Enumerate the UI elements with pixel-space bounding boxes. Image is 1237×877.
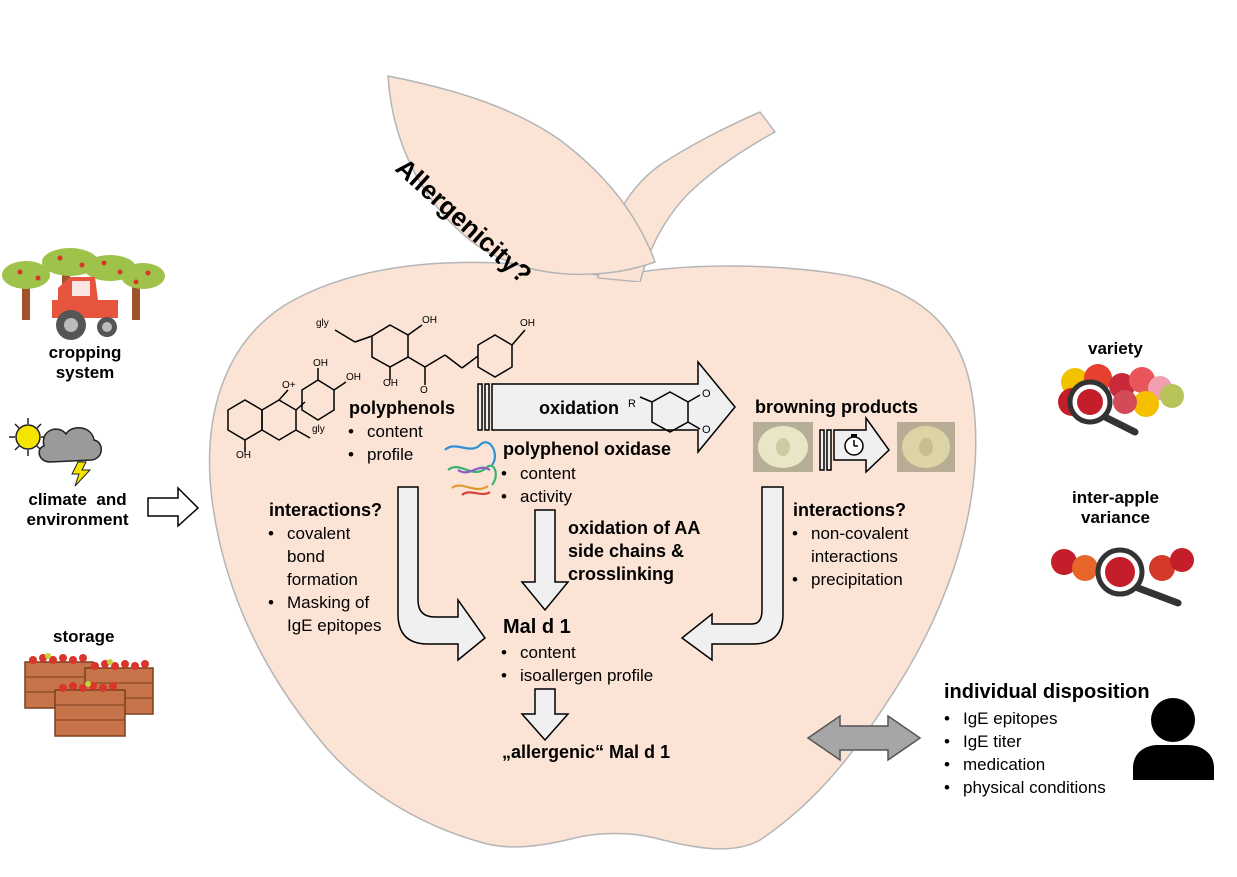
climate-icon [9,418,102,487]
interactions-left-title: interactions? [269,500,383,520]
list-item: content [498,462,576,485]
polyphenols-list: content profile [345,420,423,466]
polyphenol-structure-top [334,324,526,385]
individual-list: IgE epitopes IgE titer medication physic… [941,707,1106,799]
list-item: content [498,641,653,664]
timer-arrow [819,415,890,474]
chem-label: OH [520,318,535,329]
person-icon [1133,698,1214,780]
chem-label: OH [422,315,437,326]
arrow-interactions-right [680,486,784,662]
chem-label: O [702,424,711,436]
list-item: IgE epitopes [941,707,1106,730]
apple-leaf [387,75,656,276]
individual-title: individual disposition [944,681,1150,703]
variety-label: variety [1088,339,1143,358]
inter-apple-icon [1051,547,1194,607]
cropping-system-icon [2,248,165,340]
list-item: isoallergen profile [498,664,653,687]
list-item: activity [498,485,576,508]
chem-label: OH [383,378,398,389]
variety-icon [1058,364,1184,436]
browning-products-label: browning products [755,397,918,417]
fresh-apple-slice [753,422,813,472]
list-item: profile [345,443,423,466]
apple-join [560,282,690,292]
apple-shape [208,261,977,850]
ppo-title: polyphenol oxidase [503,439,672,459]
browned-apple-slice [897,422,955,472]
interactions-right-title: interactions? [793,500,907,520]
arrow-interactions-left [397,486,487,662]
arrow-oxidation-aa [520,509,570,612]
mald1-title: Mal d 1 [503,616,571,638]
double-arrow-individual [806,714,922,762]
chem-label: gly [312,424,325,435]
arrow-climate [147,486,200,528]
chem-label: OH [236,450,251,461]
quinone-structure [639,391,701,433]
allergenic-mald1-label: „allergenic“ Mal d 1 [502,742,671,762]
protein-structure [444,441,497,496]
list-item: medication [941,753,1106,776]
chem-label: OH [313,358,328,369]
storage-icon [24,653,154,737]
ppo-list: content activity [498,462,576,508]
chem-label: R [628,398,636,410]
polyphenol-structure-left [227,368,347,452]
polyphenols-title: polyphenols [349,398,456,418]
list-item: content [345,420,423,443]
chem-label: gly [316,318,329,329]
list-item: precipitation [789,568,908,591]
chem-label: OH [346,372,361,383]
mald1-list: content isoallergen profile [498,641,653,687]
list-item: IgE titer [941,730,1106,753]
chem-label: O [420,385,428,396]
list-item: physical conditions [941,776,1106,799]
oxidation-label: oxidation [539,398,619,418]
chem-label: O [702,388,711,400]
chem-label: O+ [282,380,296,391]
storage-label: storage [53,627,115,646]
arrow-to-allergenic [520,688,570,742]
